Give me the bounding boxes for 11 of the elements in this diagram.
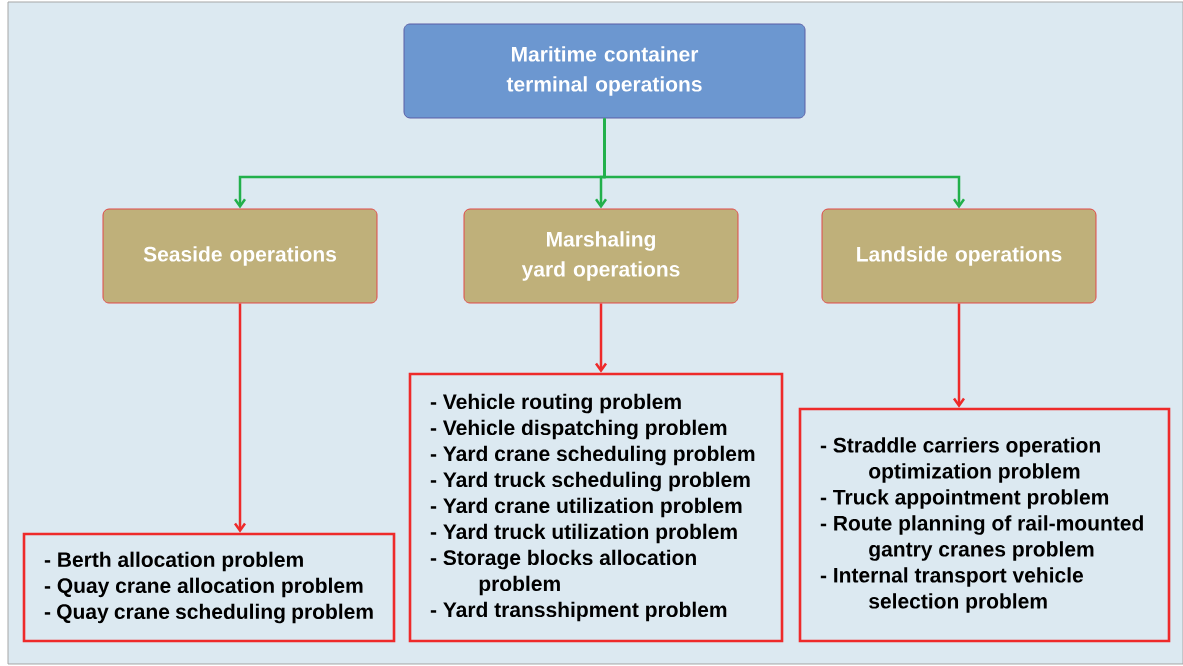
arrow xyxy=(953,303,965,408)
process-box: Landside operations xyxy=(821,208,1097,304)
process-box: Seaside operations xyxy=(102,208,378,304)
list-box: - Straddle carriers operation optimization problem - Truck appointment problem - Route planning of rail-mounted gantry cranes problem - Internal transport vehicle selection problem xyxy=(798,407,1171,643)
arrow xyxy=(595,303,608,373)
list-box: - Vehicle routing problem - Vehicle dispatching problem - Yard crane scheduling problem - Yard truck scheduling problem - Yard crane utilization problem - Yard truck utilization problem - Storage blocks allocation problem - Yard transshipment problem xyxy=(408,372,784,643)
arrow xyxy=(234,303,247,533)
arrow xyxy=(603,118,965,209)
process-box: Maritime container terminal operations xyxy=(403,23,806,119)
list-box: - Berth allocation problem - Quay crane allocation problem - Quay crane scheduling problem xyxy=(22,532,396,643)
process-box: Marshaling yard operations xyxy=(463,208,739,304)
